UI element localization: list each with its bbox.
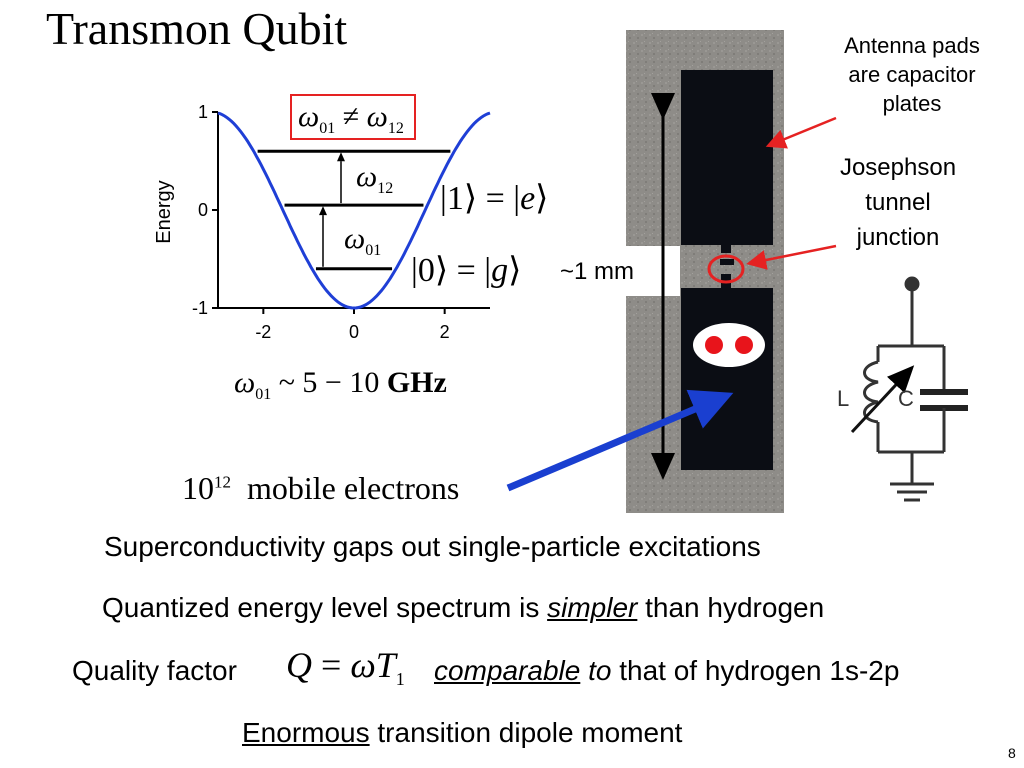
antenna-arrow	[765, 116, 837, 149]
antenna-annotation-line-1: Antenna pads	[844, 33, 980, 58]
size-label: ~1 mm	[560, 258, 635, 285]
y-axis-label: Energy	[153, 180, 175, 243]
energy-chart: -2 0 2 1 0 -1 Energy	[153, 102, 491, 342]
bullet-superconductivity: Superconductivity gaps out single-partic…	[104, 531, 761, 562]
x-tick-label: -2	[255, 322, 271, 342]
circuit-schematic	[850, 276, 968, 502]
simpler-emphasis: simpler	[547, 592, 638, 623]
bullet-dipole: Enormous transition dipole moment	[242, 717, 683, 748]
electron-2	[735, 336, 753, 354]
junction-annotation-line-3: junction	[856, 224, 940, 251]
transition-arrowhead	[319, 206, 327, 216]
junction-annotation-line-1: Josephson	[839, 154, 957, 181]
junction-highlight	[707, 254, 745, 284]
ket1-equals-e: |1⟩ = |e⟩	[440, 180, 549, 217]
omega-inequality: ω01 ≠ ω12	[298, 100, 404, 137]
bullet-spectrum: Quantized energy level spectrum is simpl…	[102, 592, 825, 623]
electron-1	[705, 336, 723, 354]
junction-annotation: Josephson tunnel junction	[812, 150, 984, 255]
antenna-annotation-line-3: plates	[882, 91, 942, 116]
junction-lead-top	[721, 245, 731, 253]
ket0-equals-g: |0⟩ = |g⟩	[411, 252, 522, 289]
electron-pair-oval	[693, 323, 765, 367]
circuit-top-node	[904, 276, 920, 292]
antenna-annotation: Antenna pads are capacitor plates	[826, 31, 998, 118]
frequency-range: ω01 ~ 5 − 10 GHz	[234, 366, 447, 403]
comparable-emphasis: comparable	[434, 655, 581, 686]
y-tick-label: 1	[198, 102, 208, 122]
electrons-count: 1012 mobile electrons	[182, 470, 460, 506]
antenna-pad-bottom	[681, 288, 773, 470]
quality-factor-equation: Q = ωT1	[286, 645, 405, 690]
x-tick-label: 2	[440, 322, 450, 342]
page-number: 8	[1008, 745, 1016, 761]
potential-curve	[217, 111, 491, 310]
y-tick-label: -1	[192, 298, 208, 318]
x-tick-label: 0	[349, 322, 359, 342]
omega01-label: ω01	[344, 222, 382, 259]
capacitor-label: C	[898, 386, 914, 411]
junction-annotation-line-2: tunnel	[865, 189, 931, 216]
slide-title: Transmon Qubit	[46, 3, 348, 54]
bullet-quality: Quality factor	[72, 655, 237, 686]
transition-arrowhead	[337, 152, 345, 162]
antenna-annotation-line-2: are capacitor	[848, 62, 976, 87]
omega12-label: ω12	[356, 160, 394, 197]
y-tick-label: 0	[198, 200, 208, 220]
bullet-quality-rest: comparable to that of hydrogen 1s-2p	[434, 655, 900, 686]
junction-arrow	[746, 244, 837, 270]
electrons-arrow	[506, 389, 734, 492]
omega-inequality-box	[290, 94, 416, 140]
tunable-arrow	[850, 365, 915, 434]
antenna-pad-top	[681, 70, 773, 245]
josephson-junction	[720, 259, 734, 265]
inductor-label: L	[837, 386, 849, 411]
enormous-emphasis: Enormous	[242, 717, 370, 748]
inductor-coil	[863, 360, 879, 424]
